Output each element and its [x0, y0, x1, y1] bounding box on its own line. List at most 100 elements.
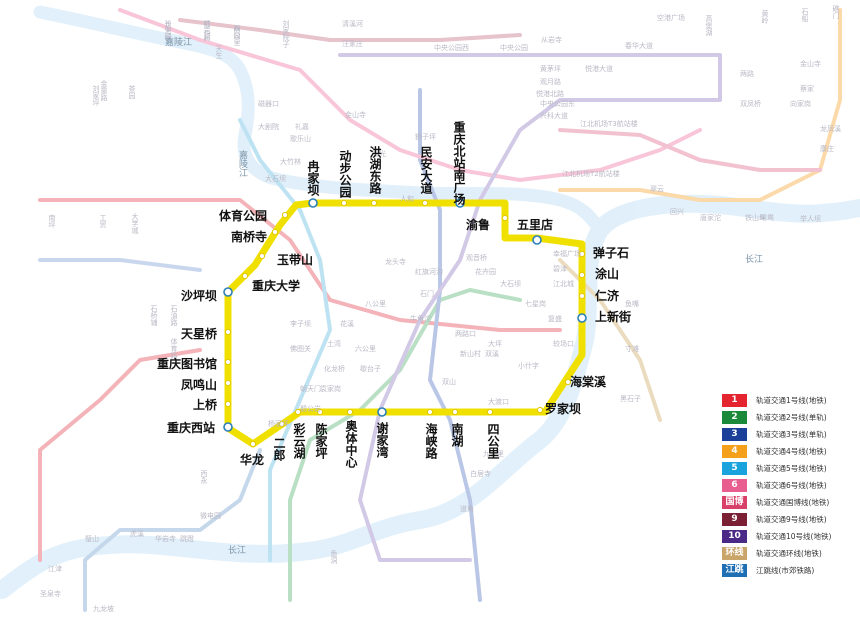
- legend-label: 轨道交通2号线(单轨): [756, 413, 827, 422]
- background-station-label: 蔡园: [233, 25, 241, 39]
- background-station-label: 悦港大道: [585, 65, 613, 73]
- station-marker[interactable]: [578, 250, 586, 258]
- station-marker[interactable]: [532, 235, 542, 245]
- legend-row: 国博轨道交通国博线(地铁): [722, 495, 856, 512]
- station-nanqiaosi[interactable]: 南桥寺: [231, 230, 268, 244]
- station-xiejiawan[interactable]: 谢家湾: [375, 422, 389, 458]
- station-shangqiao[interactable]: 上桥: [193, 398, 218, 412]
- station-renji[interactable]: 仁济: [595, 289, 620, 303]
- station-minan-dadao[interactable]: 民安大道: [419, 146, 433, 194]
- background-station-label: 石油路: [170, 305, 178, 326]
- station-dongbu-park[interactable]: 动步公园: [338, 150, 352, 198]
- station-marker[interactable]: [426, 408, 434, 416]
- background-station-label: 回兴: [670, 208, 684, 216]
- station-marker[interactable]: [377, 407, 387, 417]
- station-fengmingshan[interactable]: 凤鸣山: [181, 378, 218, 392]
- station-tianxingqiao[interactable]: 天星桥: [181, 327, 218, 341]
- station-chongqing-north-south-square[interactable]: 重庆北站南广场: [452, 121, 466, 205]
- station-chongqing-west[interactable]: 重庆西站: [167, 421, 216, 435]
- station-danzishi[interactable]: 弹子石: [593, 246, 630, 260]
- background-station-label: 大石坝: [500, 280, 521, 288]
- background-station-label: 红岩村: [203, 20, 211, 41]
- station-haitangxi[interactable]: 海棠溪: [570, 375, 607, 389]
- background-station-label: 龙头寺: [385, 258, 406, 266]
- station-marker[interactable]: [564, 378, 572, 386]
- background-station-label: 长生桥: [164, 20, 172, 41]
- station-chongqing-university[interactable]: 重庆大学: [252, 279, 301, 293]
- background-station-label: 较场口: [553, 340, 574, 348]
- background-station-label: 双溪: [485, 350, 499, 358]
- loop-stations: [223, 198, 587, 448]
- station-marker[interactable]: [249, 440, 257, 448]
- background-station-label: 两路口: [455, 330, 476, 338]
- background-station-label: 西永: [200, 470, 208, 484]
- station-marker[interactable]: [271, 228, 279, 236]
- station-marker[interactable]: [455, 198, 465, 208]
- station-luojiaba[interactable]: 罗家坝: [545, 402, 582, 416]
- station-shangxinjie[interactable]: 上新街: [595, 310, 632, 324]
- background-station-label: 朝天门: [300, 385, 321, 393]
- station-marker[interactable]: [578, 292, 586, 300]
- background-station-label: 鹅公岩: [300, 405, 321, 413]
- station-marker[interactable]: [451, 408, 459, 416]
- station-chenjiaping[interactable]: 陈家坪: [314, 423, 328, 459]
- station-marker[interactable]: [501, 214, 509, 222]
- background-station-label: 大坪: [488, 340, 502, 348]
- station-marker[interactable]: [316, 408, 324, 416]
- background-station-label: 大剧院: [258, 123, 279, 131]
- background-station-label: 土湾: [327, 340, 341, 348]
- background-station-label: 人和: [400, 195, 414, 203]
- station-erlang[interactable]: 二郎: [272, 437, 286, 461]
- river-label-jialing-south: 嘉陵江: [237, 150, 247, 177]
- station-hualong[interactable]: 华龙: [240, 453, 265, 467]
- background-station-label: 跳蹬: [180, 535, 194, 543]
- station-marker[interactable]: [536, 406, 544, 414]
- station-marker[interactable]: [370, 199, 378, 207]
- station-caiyunhu[interactable]: 彩云湖: [292, 423, 306, 459]
- station-tushan[interactable]: 涂山: [595, 267, 620, 281]
- station-chongqing-library[interactable]: 重庆图书馆: [157, 357, 218, 371]
- legend-badge: 5: [722, 462, 747, 475]
- station-sigongli[interactable]: 四公里: [486, 423, 500, 459]
- background-station-label: 铁山坪: [745, 214, 766, 222]
- station-haixialu[interactable]: 海峡路: [424, 423, 438, 459]
- station-ranjiaba[interactable]: 冉家坝: [306, 160, 320, 196]
- background-station-label: 黑石子: [620, 395, 641, 403]
- station-nanhu[interactable]: 南湖: [450, 423, 464, 447]
- station-marker[interactable]: [308, 198, 318, 208]
- station-marker[interactable]: [577, 313, 587, 323]
- background-station-label: 体育路: [170, 338, 178, 359]
- station-marker[interactable]: [223, 422, 233, 432]
- station-marker[interactable]: [281, 211, 289, 219]
- station-marker[interactable]: [340, 199, 348, 207]
- station-marker[interactable]: [258, 252, 266, 260]
- station-aoti-center[interactable]: 奥体中心: [344, 420, 358, 468]
- station-marker[interactable]: [486, 408, 494, 416]
- station-tiyu-park[interactable]: 体育公园: [219, 209, 268, 223]
- station-honghu-donglu[interactable]: 洪湖东路: [368, 146, 382, 194]
- background-station-label: 石门: [420, 290, 434, 298]
- station-marker[interactable]: [421, 199, 429, 207]
- legend-label: 江跳线(市郊铁路): [756, 566, 815, 575]
- station-yulu[interactable]: 渝鲁: [466, 218, 491, 232]
- background-station-label: 狮子坪: [415, 133, 436, 141]
- station-marker[interactable]: [224, 400, 232, 408]
- station-marker[interactable]: [278, 420, 286, 428]
- station-marker[interactable]: [224, 358, 232, 366]
- station-marker[interactable]: [223, 287, 233, 297]
- background-station-label: 高堡湖: [705, 15, 713, 36]
- station-marker[interactable]: [294, 408, 302, 416]
- background-station-label: 空港广场: [657, 14, 685, 22]
- station-marker[interactable]: [241, 272, 249, 280]
- station-marker[interactable]: [578, 271, 586, 279]
- station-marker[interactable]: [224, 379, 232, 387]
- station-shapingba[interactable]: 沙坪坝: [181, 289, 218, 303]
- background-station-label: 沙河坝: [164, 20, 172, 41]
- station-wulidian[interactable]: 五里店: [517, 218, 554, 232]
- station-yudaishan[interactable]: 玉带山: [277, 253, 314, 267]
- station-marker[interactable]: [346, 408, 354, 416]
- station-marker[interactable]: [224, 328, 232, 336]
- background-station-label: 圣泉寺: [40, 590, 61, 598]
